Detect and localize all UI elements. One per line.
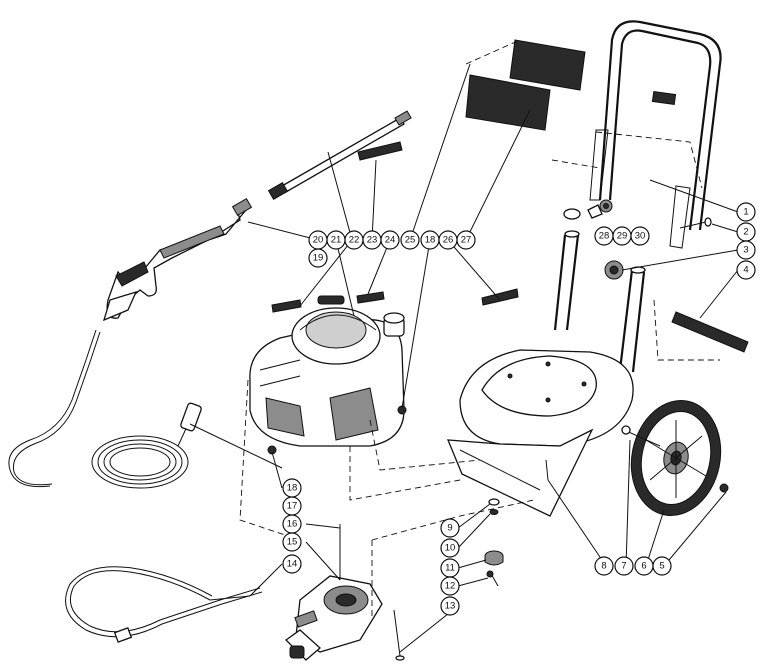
svg-text:5: 5	[659, 561, 664, 572]
pump	[284, 524, 383, 661]
washer-10	[489, 509, 499, 515]
screw-12	[486, 570, 499, 587]
decal-small-pair	[271, 141, 749, 353]
cap-30	[563, 208, 581, 220]
callout-14: 14	[282, 554, 302, 574]
svg-text:7: 7	[621, 561, 626, 572]
svg-text:18: 18	[287, 483, 298, 494]
pump-bolt	[545, 459, 549, 481]
svg-text:1: 1	[743, 207, 748, 218]
callout-19: 19	[308, 248, 328, 268]
bolt-13	[393, 609, 405, 661]
svg-text:25: 25	[405, 235, 416, 246]
callout-3: 3	[736, 240, 756, 260]
svg-text:11: 11	[445, 563, 455, 574]
callout-15: 15	[282, 532, 302, 552]
svg-text:17: 17	[287, 501, 298, 512]
callout-18-engine: 18	[282, 478, 302, 498]
svg-text:16: 16	[287, 519, 298, 530]
knob-29	[599, 199, 613, 213]
high-pressure-hose	[8, 329, 202, 489]
svg-text:24: 24	[385, 235, 396, 246]
handle-frame	[551, 20, 722, 249]
callout-25: 25	[400, 230, 420, 250]
svg-text:26: 26	[443, 235, 454, 246]
leader-lines	[189, 63, 739, 653]
callout-6: 6	[634, 556, 654, 576]
svg-text:18: 18	[425, 235, 436, 246]
callout-12: 12	[440, 576, 460, 596]
svg-text:2: 2	[743, 227, 748, 238]
callout-4: 4	[736, 260, 756, 280]
callout-18-top: 18	[420, 230, 440, 250]
svg-text:27: 27	[461, 235, 472, 246]
callout-8: 8	[594, 556, 614, 576]
svg-text:12: 12	[445, 581, 456, 592]
callout-28: 28	[594, 226, 614, 246]
svg-text:4: 4	[743, 265, 748, 276]
callout-7: 7	[614, 556, 634, 576]
svg-text:8: 8	[601, 561, 606, 572]
callout-10: 10	[440, 538, 460, 558]
svg-text:13: 13	[445, 601, 456, 612]
callout-29: 29	[612, 226, 632, 246]
svg-text:14: 14	[287, 559, 298, 570]
wheel-nut	[719, 483, 729, 493]
callout-5: 5	[652, 556, 672, 576]
callout-17: 17	[282, 496, 302, 516]
callout-21: 21	[326, 230, 346, 250]
svg-text:15: 15	[287, 537, 298, 548]
svg-text:3: 3	[743, 245, 748, 256]
svg-text:21: 21	[331, 235, 342, 246]
decal-large-top	[465, 39, 586, 131]
callout-27: 27	[456, 230, 476, 250]
svg-text:22: 22	[349, 235, 360, 246]
assembly-dash-lines	[239, 39, 720, 620]
callout-24: 24	[380, 230, 400, 250]
handle-bolt	[679, 217, 712, 229]
callout-20: 20	[308, 230, 328, 250]
callout-23: 23	[362, 230, 382, 250]
callout-1: 1	[736, 202, 756, 222]
svg-text:30: 30	[635, 231, 646, 242]
wheel	[621, 400, 722, 516]
callout-11: 11	[440, 558, 460, 578]
svg-text:28: 28	[599, 231, 610, 242]
callout-13: 13	[440, 596, 460, 616]
callout-30: 30	[630, 226, 650, 246]
callout-2: 2	[736, 222, 756, 242]
svg-text:29: 29	[617, 231, 628, 242]
inlet-hose	[65, 566, 263, 643]
cart-frame	[446, 230, 646, 517]
callout-22: 22	[344, 230, 364, 250]
svg-text:19: 19	[313, 253, 324, 264]
svg-text:10: 10	[445, 543, 456, 554]
spray-lance	[267, 110, 412, 201]
callout-16: 16	[282, 514, 302, 534]
engine	[249, 295, 405, 455]
svg-text:20: 20	[313, 235, 324, 246]
knob-28	[587, 204, 603, 219]
svg-text:6: 6	[641, 561, 646, 572]
svg-text:23: 23	[367, 235, 378, 246]
washer-9	[488, 498, 500, 506]
callout-9: 9	[440, 518, 460, 538]
foot-11	[484, 550, 504, 566]
svg-text:9: 9	[447, 523, 452, 534]
grommet-3	[604, 260, 624, 280]
spray-gun	[102, 197, 253, 322]
callout-26: 26	[438, 230, 458, 250]
